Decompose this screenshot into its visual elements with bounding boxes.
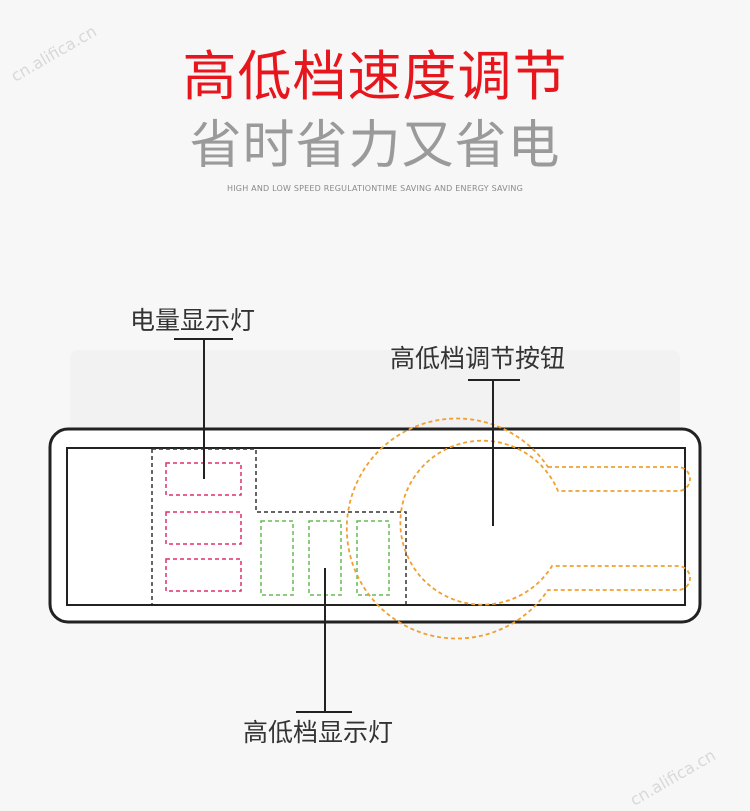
speed-led-icon xyxy=(356,520,390,596)
page-subtitle: 省时省力又省电 xyxy=(189,116,561,176)
indicator-region-outline xyxy=(151,448,407,604)
speed-button-label: 高低档调节按钮 xyxy=(390,344,566,373)
keyhole-button-icon[interactable] xyxy=(345,417,691,640)
speed-indicator-label: 高低档显示灯 xyxy=(243,718,394,747)
speed-led-icon xyxy=(260,520,294,596)
english-caption: HIGH AND LOW SPEED REGULATIONTIME SAVING… xyxy=(227,184,523,193)
battery-led-icon xyxy=(165,511,242,545)
battery-led-icon xyxy=(165,558,242,592)
device-inner-frame xyxy=(66,447,686,606)
battery-indicator-label: 电量显示灯 xyxy=(130,306,256,335)
device-body xyxy=(48,427,702,624)
page-title: 高低档速度调节 xyxy=(182,45,568,108)
speed-adjust-button[interactable] xyxy=(345,417,691,640)
